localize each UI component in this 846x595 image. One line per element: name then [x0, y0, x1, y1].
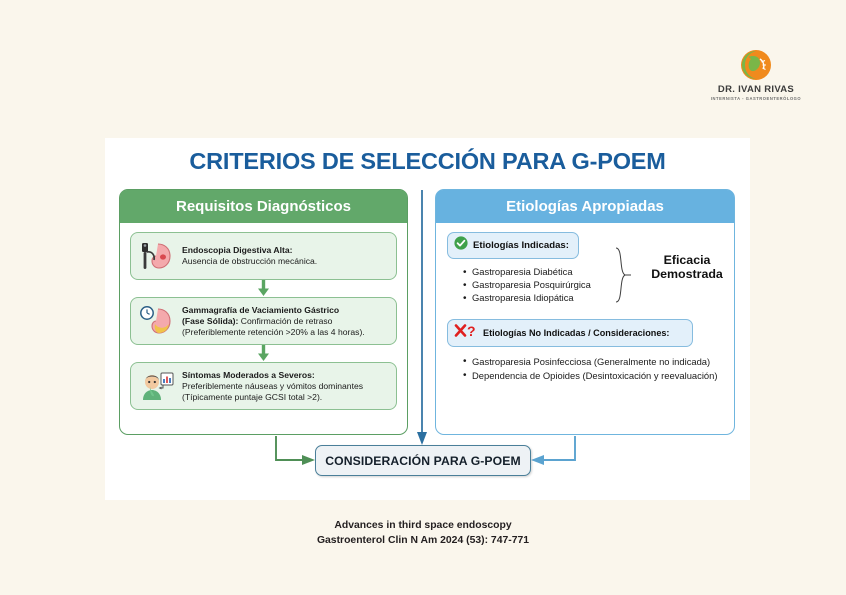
indicated-etiologies-list: Gastroparesia Diabética Gastroparesia Po…	[447, 265, 723, 305]
result-box-consideration[interactable]: CONSIDERACIÓN PARA G-POEM	[315, 445, 531, 476]
requirement-card-endoscopy[interactable]: Endoscopia Digestiva Alta: Ausencia de o…	[130, 232, 397, 280]
card1-title: Endoscopia Digestiva Alta:	[182, 245, 293, 255]
card3-title: Síntomas Moderados a Severos:	[182, 369, 315, 380]
list-item: Gastroparesia Diabética	[463, 265, 723, 278]
arrow-down-1	[130, 280, 397, 297]
logo-mark-icon	[739, 48, 773, 82]
requirement-card-symptoms[interactable]: Síntomas Moderados a Severos: Preferible…	[130, 362, 397, 410]
logo-subtitle: INTERNISTA - GASTROENTERÓLOGO	[710, 96, 802, 101]
card2-body2: (Preferiblemente retención >20% a las 4 …	[182, 326, 365, 337]
card2-body: Confirmación de retraso	[238, 315, 333, 326]
list-item: Gastroparesia Posquirúrgica	[463, 279, 723, 292]
endoscope-stomach-icon	[139, 239, 175, 273]
list-item: Dependencia de Opioides (Desintoxicación…	[463, 369, 723, 382]
card3-body2: (Típicamente puntaje GCSI total >2).	[182, 391, 323, 402]
clock-stomach-icon	[139, 304, 175, 338]
badge-not-indicated-etiologies[interactable]: ? Etiologías No Indicadas / Consideracio…	[447, 318, 693, 347]
badge-not-indicated-label: Etiologías No Indicadas / Consideracione…	[483, 327, 670, 338]
requirement-card-scintigraphy-text: Gammagrafía de Vaciamiento Gástrico (Fas…	[182, 305, 365, 338]
arrow-down-2	[130, 345, 397, 362]
requirement-card-endoscopy-text: Endoscopia Digestiva Alta: Ausencia de o…	[182, 245, 317, 267]
card2-title: Gammagrafía de Vaciamiento Gástrico	[182, 304, 340, 315]
citation-line-2: Gastroenterol Clin N Am 2024 (53): 747-7…	[316, 535, 530, 547]
efficacy-line1: Eficacia	[663, 253, 711, 267]
not-indicated-etiologies-list: Gastroparesia Posinfecciosa (Generalment…	[447, 355, 723, 382]
requirement-card-scintigraphy[interactable]: Gammagrafía de Vaciamiento Gástrico (Fas…	[130, 297, 397, 345]
list-item: Gastroparesia Posinfecciosa (Generalment…	[463, 355, 723, 368]
requirement-card-symptoms-text: Síntomas Moderados a Severos: Preferible…	[182, 370, 363, 403]
check-circle-icon	[454, 236, 468, 255]
page-title: CRITERIOS DE SELECCIÓN PARA G-POEM	[189, 148, 666, 174]
infographic-canvas: CRITERIOS DE SELECCIÓN PARA G-POEM Requi…	[105, 138, 750, 500]
list-item: Gastroparesia Idiopática	[463, 292, 723, 305]
card1-body: Ausencia de obstrucción mecánica.	[182, 256, 318, 266]
citation: Advances in third space endoscopy Gastro…	[0, 518, 846, 548]
card3-body: Preferiblemente náuseas y vómitos domina…	[182, 380, 364, 391]
badge-indicated-etiologies[interactable]: Etiologías Indicadas:	[447, 232, 579, 259]
card2-title2: (Fase Sólida):	[182, 315, 239, 326]
panel-right-header: Etiologías Apropiadas	[436, 190, 734, 223]
logo-name: DR. IVAN RIVAS	[717, 84, 795, 95]
nauseated-patient-chart-icon	[139, 369, 175, 403]
panel-diagnostic-requirements: Requisitos Diagnósticos Endoscopia Diges…	[119, 189, 408, 435]
panel-left-header: Requisitos Diagnósticos	[120, 190, 407, 223]
citation-line-1: Advances in third space endoscopy	[334, 520, 512, 531]
badge-indicated-label: Etiologías Indicadas:	[473, 240, 569, 251]
clinic-logo: DR. IVAN RIVAS INTERNISTA - GASTROENTERÓ…	[706, 48, 806, 101]
panel-appropriate-etiologies: Etiologías Apropiadas Etiologías Indicad…	[435, 189, 735, 435]
x-question-icon: ?	[454, 323, 478, 343]
svg-text:?: ?	[467, 323, 476, 338]
